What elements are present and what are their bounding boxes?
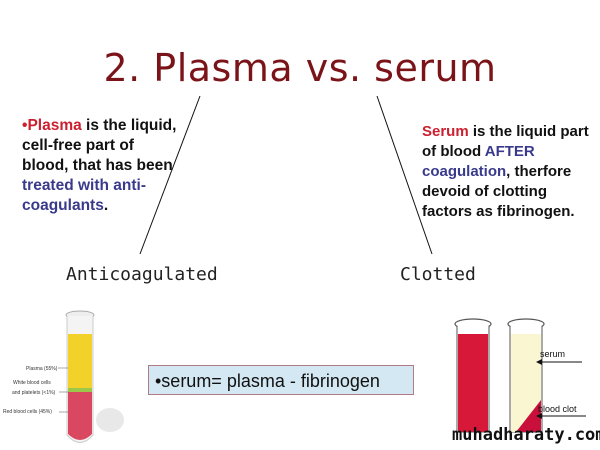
plasma-highlight: treated with anti-coagulants <box>22 177 147 214</box>
bullet: • <box>22 117 28 134</box>
clotted-label: Clotted <box>400 264 476 285</box>
watermark: muhadharaty.com <box>452 425 600 445</box>
serum-formula-box: •serum= plasma - fibrinogen <box>148 365 414 395</box>
serum-connector-line <box>376 95 433 255</box>
red-cell-layer <box>68 392 92 440</box>
serum-term: Serum <box>422 123 469 140</box>
plasma-label: Plasma (55%) <box>26 366 58 372</box>
plasma-end: . <box>103 197 109 214</box>
plasma-term: Plasma <box>27 117 82 134</box>
blood-clot <box>516 400 541 432</box>
serum-text-2: , therfore devoid of clotting factors as… <box>422 163 575 220</box>
anticoagulated-tube-illustration: Plasma (55%) White blood cells and plate… <box>3 310 124 443</box>
tube1-blood <box>458 334 488 432</box>
serum-text: is the liquid part of blood <box>422 123 589 160</box>
rbc-label: Red blood cells (45%) <box>3 409 52 415</box>
plasma-connector-line <box>139 95 201 255</box>
serum-label: serum <box>540 349 565 359</box>
wbc-label-line2: and platelets (<1%) <box>12 390 56 396</box>
plasma-layer <box>68 334 92 388</box>
plasma-text: is the liquid, cell-free part of blood, … <box>22 117 177 174</box>
buffy-coat-layer <box>68 388 92 392</box>
tube-shadow <box>96 408 124 432</box>
clotted-tubes-illustration: serum blood clot <box>454 318 586 433</box>
plasma-definition: •Plasma is the liquid, cell-free part of… <box>22 116 182 216</box>
serum-highlight: AFTER coagulation <box>422 143 535 180</box>
wbc-label-line1: White blood cells <box>13 380 51 386</box>
anticoagulated-label: Anticoagulated <box>66 264 218 285</box>
serum-definition: Serum is the liquid part of blood AFTER … <box>422 122 600 222</box>
clot-label: blood clot <box>538 404 577 414</box>
slide-title: 2. Plasma vs. serum <box>103 46 497 90</box>
